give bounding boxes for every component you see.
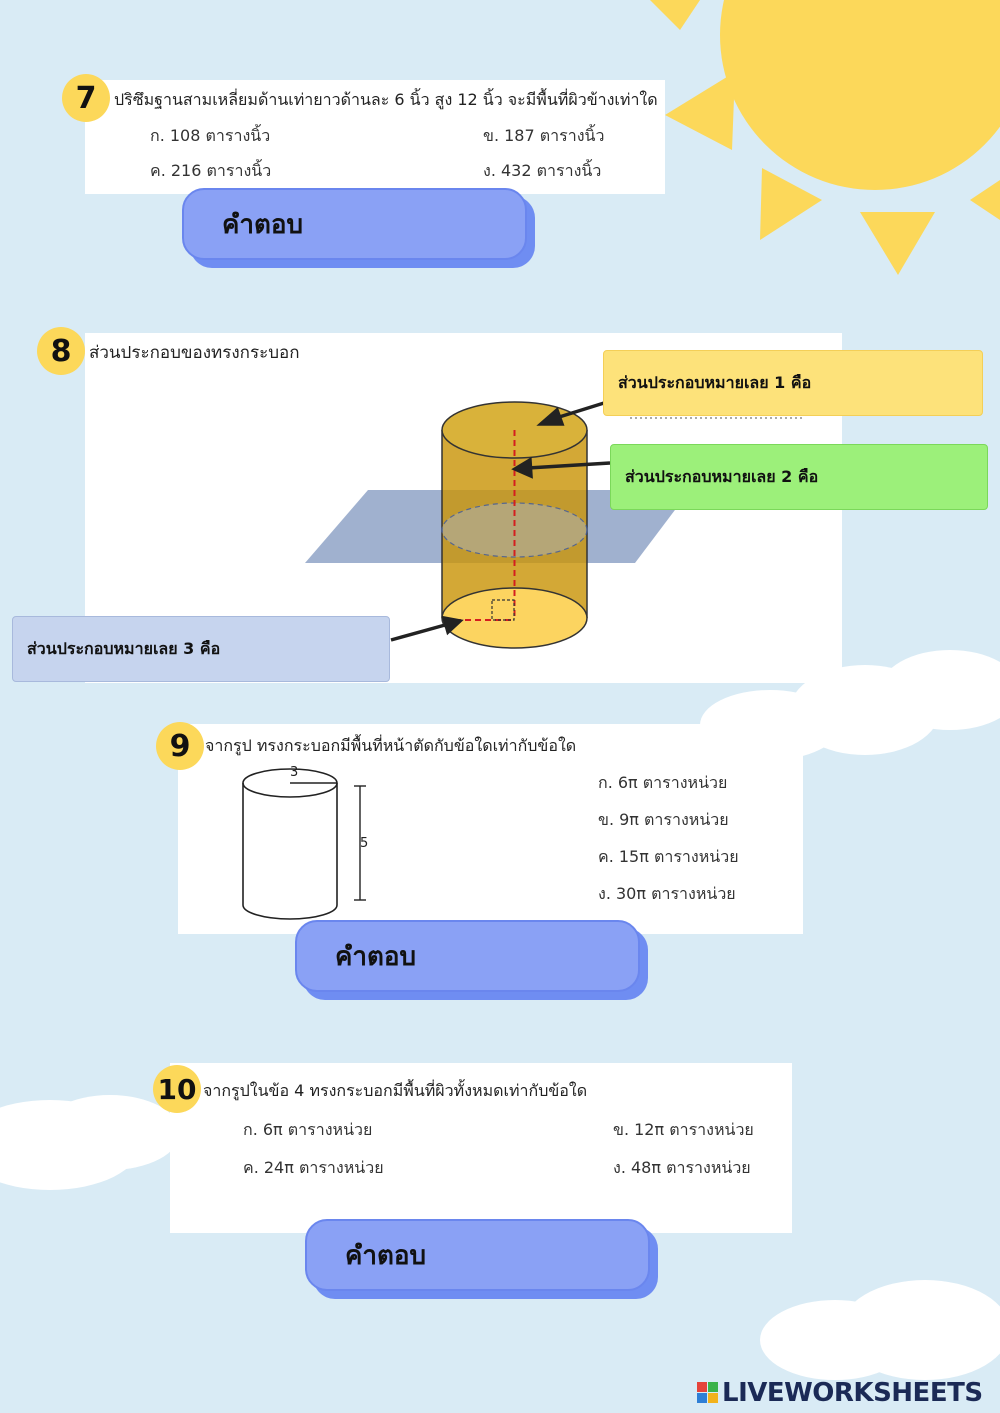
question-7-panel	[85, 80, 665, 194]
question-10-answer-field[interactable]: คำตอบ	[305, 1219, 650, 1291]
question-7-option-c[interactable]: ค. 216 ตารางนิ้ว	[150, 161, 272, 180]
question-9-text: จากรูป ทรงกระบอกมีพื้นที่หน้าตัดกับข้อใด…	[205, 736, 577, 755]
question-8-number: 8	[37, 327, 85, 375]
liveworksheets-logo: LIVEWORKSHEETS	[697, 1378, 983, 1408]
question-9-number: 9	[156, 722, 204, 770]
question-10-option-a[interactable]: ก. 6π ตารางหน่วย	[243, 1120, 373, 1139]
question-10-panel	[170, 1063, 792, 1233]
liveworksheets-brand: LIVEWORKSHEETS	[722, 1378, 983, 1408]
question-10-text: จากรูปในข้อ 4 ทรงกระบอกมีพื้นที่ผิวทั้งห…	[203, 1081, 588, 1100]
radius-label: 3	[290, 765, 299, 780]
question-8-text: ส่วนประกอบของทรงกระบอก	[89, 343, 300, 363]
component-3-label[interactable]: ส่วนประกอบหมายเลย 3 คือ	[12, 616, 390, 682]
pointer-arrow-2	[527, 461, 611, 470]
component-1-label[interactable]: ส่วนประกอบหมายเลย 1 คือ	[603, 350, 983, 416]
question-9-answer-field[interactable]: คำตอบ	[295, 920, 640, 992]
question-7-option-a[interactable]: ก. 108 ตารางนิ้ว	[150, 126, 271, 145]
height-label: 5	[360, 836, 369, 851]
question-9-option-a[interactable]: ก. 6π ตารางหน่วย	[598, 773, 728, 792]
pointer-arrow-1	[555, 401, 605, 420]
question-7-option-d[interactable]: ง. 432 ตารางนิ้ว	[483, 161, 602, 180]
question-10-option-d[interactable]: ง. 48π ตารางหน่วย	[613, 1158, 751, 1177]
pointer-arrow-3	[390, 623, 446, 642]
question-7-option-b[interactable]: ข. 187 ตารางนิ้ว	[483, 126, 605, 145]
question-7-text: ปริซึมฐานสามเหลี่ยมด้านเท่ายาวด้านละ 6 น…	[114, 90, 658, 109]
question-10-number: 10	[153, 1065, 201, 1113]
question-10-option-b[interactable]: ข. 12π ตารางหน่วย	[613, 1120, 754, 1139]
question-9-option-b[interactable]: ข. 9π ตารางหน่วย	[598, 810, 729, 829]
question-9-panel	[178, 724, 803, 934]
question-9-option-c[interactable]: ค. 15π ตารางหน่วย	[598, 847, 739, 866]
right-angle-marker	[491, 599, 515, 621]
question-9-option-d[interactable]: ง. 30π ตารางหน่วย	[598, 884, 736, 903]
question-7-number: 7	[62, 74, 110, 122]
liveworksheets-logo-icon	[697, 1382, 718, 1403]
question-10-option-c[interactable]: ค. 24π ตารางหน่วย	[243, 1158, 384, 1177]
question-7-answer-field[interactable]: คำตอบ	[182, 188, 527, 260]
component-2-label[interactable]: ส่วนประกอบหมายเลย 2 คือ	[610, 444, 988, 510]
sun-icon	[650, 0, 1000, 275]
